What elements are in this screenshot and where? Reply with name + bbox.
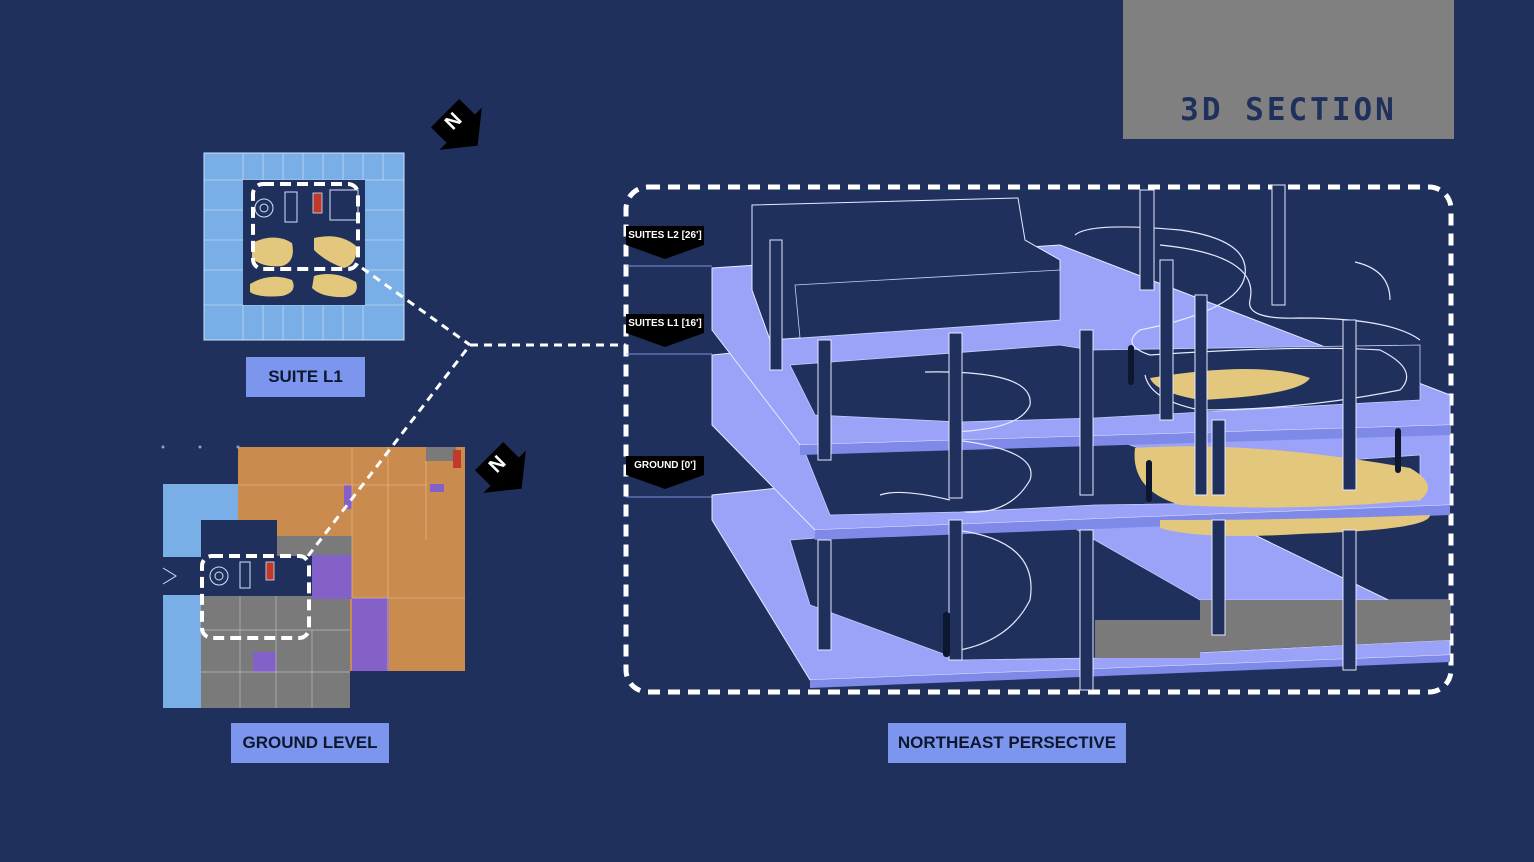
- level-tag-ground: GROUND [0']: [626, 456, 704, 489]
- level-tag-label: SUITES L1 [16']: [626, 314, 704, 333]
- suite-l1-plan: [203, 152, 405, 341]
- section-title: 3D SECTION: [1180, 92, 1397, 128]
- ground-level-plan: [161, 445, 465, 708]
- tag-arrow-icon: [626, 475, 704, 489]
- level-tag-label: SUITES L2 [26']: [626, 226, 704, 245]
- north-arrow-icon: N: [430, 98, 482, 150]
- tag-arrow-icon: [626, 245, 704, 259]
- tag-arrow-icon: [626, 333, 704, 347]
- level-tag-label: GROUND [0']: [626, 456, 704, 475]
- suite-l1-label: SUITE L1: [246, 357, 365, 397]
- level-tag-suites-l2: SUITES L2 [26']: [626, 226, 704, 259]
- ground-level-label: GROUND LEVEL: [231, 723, 389, 763]
- level-tag-suites-l1: SUITES L1 [16']: [626, 314, 704, 347]
- north-arrow-icon: N: [474, 441, 526, 493]
- perspective-frame: [623, 184, 1454, 695]
- northeast-perspective-label: NORTHEAST PERSECTIVE: [888, 723, 1126, 763]
- callout-connector: [306, 266, 626, 557]
- section-title-box: 3D SECTION: [1123, 0, 1454, 139]
- northeast-perspective-model: [711, 184, 1451, 691]
